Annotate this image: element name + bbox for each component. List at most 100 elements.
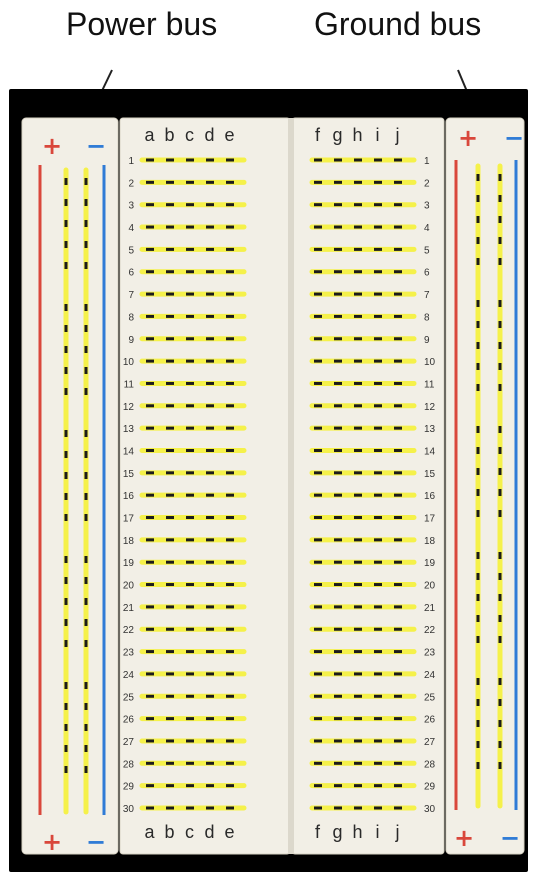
terminal-hole — [394, 471, 402, 474]
terminal-hole — [226, 471, 234, 474]
column-letter: i — [368, 125, 388, 146]
terminal-hole — [186, 203, 194, 206]
terminal-hole — [166, 337, 174, 340]
terminal-hole — [206, 315, 214, 318]
terminal-hole — [394, 449, 402, 452]
terminal-hole — [146, 672, 154, 675]
terminal-hole — [394, 248, 402, 251]
terminal-hole — [394, 516, 402, 519]
terminal-hole — [334, 561, 342, 564]
terminal-hole — [334, 449, 342, 452]
terminal-hole — [146, 270, 154, 273]
row-number-right: 23 — [424, 648, 436, 659]
terminal-hole — [146, 427, 154, 430]
terminal-hole — [206, 695, 214, 698]
terminal-hole — [186, 695, 194, 698]
terminal-hole — [186, 404, 194, 407]
bus-hole — [85, 724, 88, 731]
terminal-hole — [186, 360, 194, 363]
terminal-hole — [146, 538, 154, 541]
terminal-hole — [146, 248, 154, 251]
column-letter: a — [140, 822, 160, 843]
terminal-hole — [374, 628, 382, 631]
terminal-hole — [314, 561, 322, 564]
bus-hole — [65, 262, 68, 269]
terminal-hole — [206, 807, 214, 810]
bus-hole — [85, 598, 88, 605]
terminal-hole — [314, 159, 322, 162]
terminal-hole — [394, 650, 402, 653]
terminal-hole — [166, 315, 174, 318]
terminal-hole — [314, 739, 322, 742]
terminal-hole — [314, 583, 322, 586]
terminal-hole — [226, 404, 234, 407]
terminal-hole — [394, 784, 402, 787]
column-letter: g — [328, 125, 348, 146]
column-letter: j — [388, 822, 408, 843]
terminal-hole — [226, 628, 234, 631]
bus-hole — [65, 199, 68, 206]
right-letters-bottom: f g h i j — [308, 822, 408, 843]
terminal-hole — [206, 449, 214, 452]
terminal-hole — [146, 784, 154, 787]
row-number-right: 15 — [424, 469, 436, 480]
terminal-hole — [226, 270, 234, 273]
terminal-hole — [166, 538, 174, 541]
terminal-hole — [354, 739, 362, 742]
terminal-hole — [166, 360, 174, 363]
terminal-hole — [226, 717, 234, 720]
terminal-hole — [314, 717, 322, 720]
terminal-hole — [334, 807, 342, 810]
bus-hole — [65, 619, 68, 626]
terminal-hole — [334, 516, 342, 519]
left-letters-bottom: a b c d e — [140, 822, 240, 843]
terminal-hole — [146, 293, 154, 296]
terminal-hole — [206, 404, 214, 407]
row-number-left: 14 — [123, 446, 135, 457]
bus-hole — [85, 577, 88, 584]
terminal-hole — [374, 784, 382, 787]
column-letter: h — [348, 125, 368, 146]
terminal-hole — [146, 181, 154, 184]
terminal-hole — [314, 672, 322, 675]
terminal-hole — [334, 181, 342, 184]
bus-hole — [499, 678, 502, 685]
terminal-hole — [394, 762, 402, 765]
terminal-hole — [354, 717, 362, 720]
terminal-hole — [354, 181, 362, 184]
terminal-hole — [186, 784, 194, 787]
terminal-hole — [394, 717, 402, 720]
terminal-hole — [186, 270, 194, 273]
terminal-hole — [186, 293, 194, 296]
terminal-hole — [334, 226, 342, 229]
bus-hole — [477, 447, 480, 454]
row-number-left: 29 — [123, 782, 135, 793]
terminal-hole — [394, 382, 402, 385]
terminal-hole — [226, 583, 234, 586]
row-number-right: 22 — [424, 625, 436, 636]
terminal-hole — [226, 561, 234, 564]
row-number-right: 8 — [424, 312, 430, 323]
terminal-hole — [186, 628, 194, 631]
terminal-hole — [226, 672, 234, 675]
bus-hole — [65, 493, 68, 500]
terminal-hole — [146, 717, 154, 720]
bus-hole — [499, 426, 502, 433]
terminal-hole — [334, 360, 342, 363]
terminal-hole — [166, 672, 174, 675]
terminal-hole — [374, 360, 382, 363]
terminal-hole — [394, 628, 402, 631]
terminal-hole — [166, 404, 174, 407]
bus-hole — [65, 577, 68, 584]
terminal-hole — [226, 605, 234, 608]
bus-hole — [85, 367, 88, 374]
terminal-hole — [354, 628, 362, 631]
terminal-hole — [206, 561, 214, 564]
terminal-hole — [354, 404, 362, 407]
terminal-hole — [394, 337, 402, 340]
terminal-hole — [374, 382, 382, 385]
row-number-right: 9 — [424, 335, 430, 346]
terminal-hole — [374, 739, 382, 742]
terminal-hole — [314, 807, 322, 810]
terminal-hole — [334, 605, 342, 608]
